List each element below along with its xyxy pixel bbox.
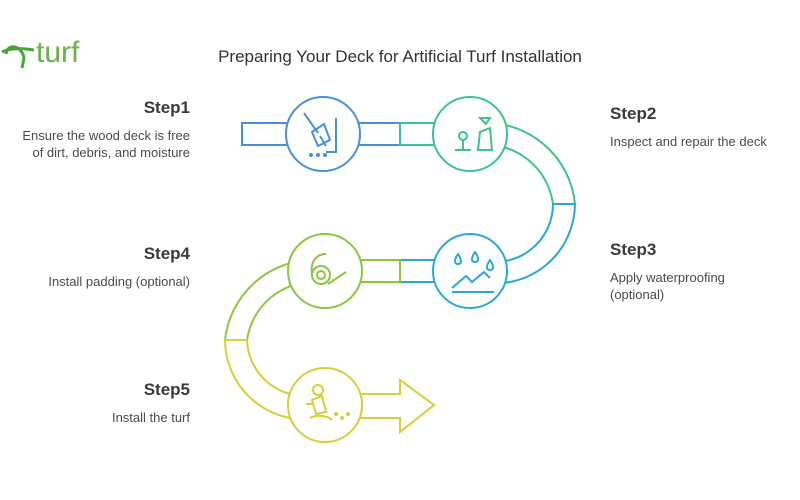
broom-icon — [303, 112, 337, 157]
step3-description: Apply waterproofing (optional) — [610, 270, 725, 302]
step2-description: Inspect and repair the deck — [610, 134, 767, 149]
step4-heading: Step4 — [143, 244, 190, 263]
gardener-icon — [306, 384, 350, 421]
step5-band — [223, 339, 436, 435]
brand-logo: turf — [0, 28, 125, 80]
step1-description: Ensure the wood deck is free of dirt, de… — [22, 128, 190, 160]
step4-block: Step4 Install padding (optional) — [20, 244, 190, 290]
step3-block: Step3 Apply waterproofing (optional) — [610, 240, 780, 303]
step3-heading: Step3 — [610, 240, 657, 259]
step2-block: Step2 Inspect and repair the deck — [610, 104, 770, 150]
step5-block: Step5 Install the turf — [20, 380, 190, 426]
padding-roll-icon — [310, 253, 347, 285]
step5-heading: Step5 — [143, 380, 190, 399]
inspector-icon — [455, 117, 494, 151]
step3-circle — [432, 233, 508, 309]
logo-text: turf — [36, 36, 80, 69]
step2-circle — [432, 96, 508, 172]
step1-circle — [285, 96, 361, 172]
step4-description: Install padding (optional) — [48, 274, 190, 289]
page-title: Preparing Your Deck for Artificial Turf … — [218, 47, 582, 66]
step1-heading: Step1 — [143, 98, 190, 117]
step4-circle — [287, 233, 363, 309]
step2-heading: Step2 — [610, 104, 657, 123]
step5-description: Install the turf — [111, 410, 190, 425]
step1-block: Step1 Ensure the wood deck is free of di… — [20, 98, 190, 161]
water-drops-icon — [451, 250, 494, 293]
